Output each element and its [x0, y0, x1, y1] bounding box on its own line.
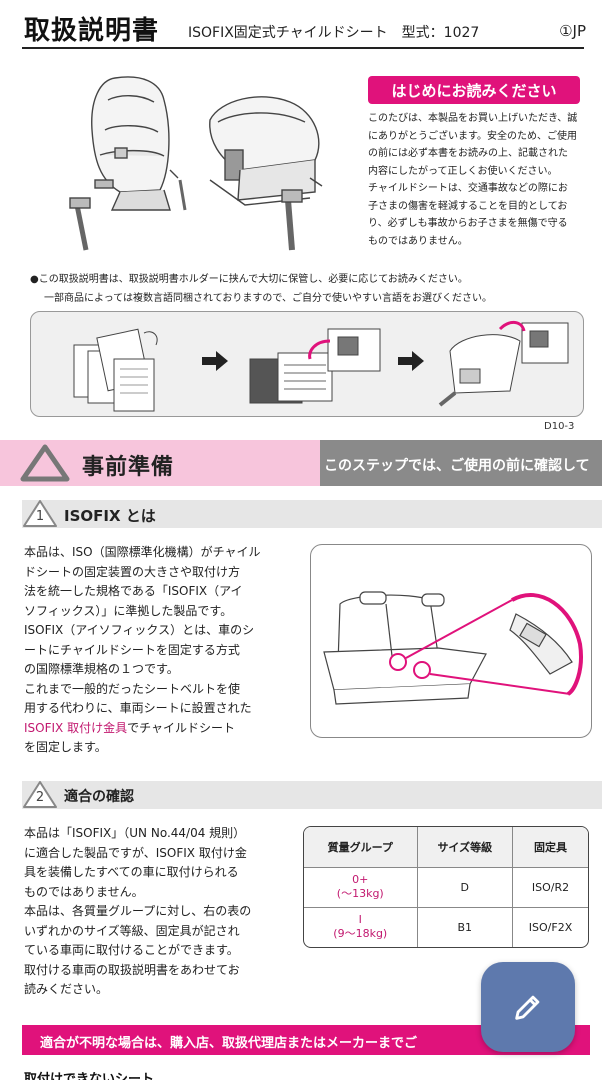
step-number: 1: [35, 509, 45, 524]
fixture-cell: ISO/F2X: [528, 920, 573, 934]
mass-group-cell: I(9〜18kg): [304, 907, 418, 947]
step-triangle-icon-2: [23, 781, 57, 808]
storage-steps-illustration: [73, 321, 569, 412]
manual-title: 取扱説明書: [24, 16, 160, 46]
compat-heading: 適合の確認: [64, 789, 134, 805]
table-header-cell: サイズ等級: [417, 827, 514, 868]
isofix-description: 本品は、ISO（国際標準化機構）がチャイル ドシートの固定装置の大きさや取付け方…: [24, 545, 261, 754]
section-banner-text: このステップでは、ご使用の前に確認して: [324, 458, 590, 474]
compat-description: 本品は「ISOFIX」（UN No.44/04 規則） に適合した製品ですが、I…: [24, 826, 252, 996]
table-header-cell: 固定具: [512, 827, 588, 868]
intro-paragraph: このたびは、本製品をお買い上げいただき、誠 にありがとうございます。安全のため、…: [368, 113, 578, 247]
table-header-cell: 質量グループ: [304, 827, 418, 868]
compat-table: 質量グループ サイズ等級 固定具 0+(〜13kg) D ISO/R2 I(9〜…: [303, 826, 589, 948]
model-subtitle: ISOFIX固定式チャイルドシート 型式：1027: [188, 25, 480, 41]
section-title: 事前準備: [82, 455, 175, 480]
isofix-header-bar: [22, 500, 602, 528]
document-code: D10-3: [544, 421, 575, 432]
compat-header-bar: [22, 781, 602, 809]
language-note: 一部商品によっては複数言語同梱されておりますので、ご自分で使いやすい言語をお選び…: [44, 293, 492, 304]
step-triangle-icon: [23, 500, 57, 527]
header-rule: [22, 47, 584, 49]
isofix-heading: ISOFIX とは: [64, 507, 156, 525]
table-row: I(9〜18kg) B1 ISO/F2X: [304, 907, 588, 947]
fixture-cell: ISO/R2: [512, 867, 588, 908]
edit-fab-button[interactable]: [481, 962, 575, 1052]
storage-note: ●この取扱説明書は、取扱説明書ホルダーに挟んで大切に保管し、必要に応じてお読みく…: [30, 274, 468, 285]
table-row: 0+(〜13kg) D ISO/R2: [304, 867, 588, 908]
step-number-2: 2: [35, 790, 45, 805]
table-header-row: 質量グループ サイズ等級 固定具: [304, 827, 588, 868]
isofix-anchor-term: ISOFIX 取付け金具: [24, 720, 128, 735]
language-label: ①JP: [559, 22, 586, 40]
read-first-badge: はじめにお読みください: [368, 76, 580, 104]
section-banner-gray: [312, 440, 602, 486]
next-section-heading: 取付けできないシート: [24, 1072, 155, 1080]
contact-banner-text: 適合が不明な場合は、購入店、取扱代理店またはメーカーまでご。: [40, 1036, 540, 1051]
size-class-cell: B1: [417, 907, 514, 947]
vehicle-seat-illustration: [323, 591, 583, 705]
warning-triangle-icon: [20, 444, 70, 482]
pencil-icon: [515, 995, 540, 1020]
mass-group-cell: 0+(〜13kg): [304, 867, 418, 908]
size-class-cell: D: [417, 867, 514, 908]
child-seat-illustration: [69, 76, 323, 251]
